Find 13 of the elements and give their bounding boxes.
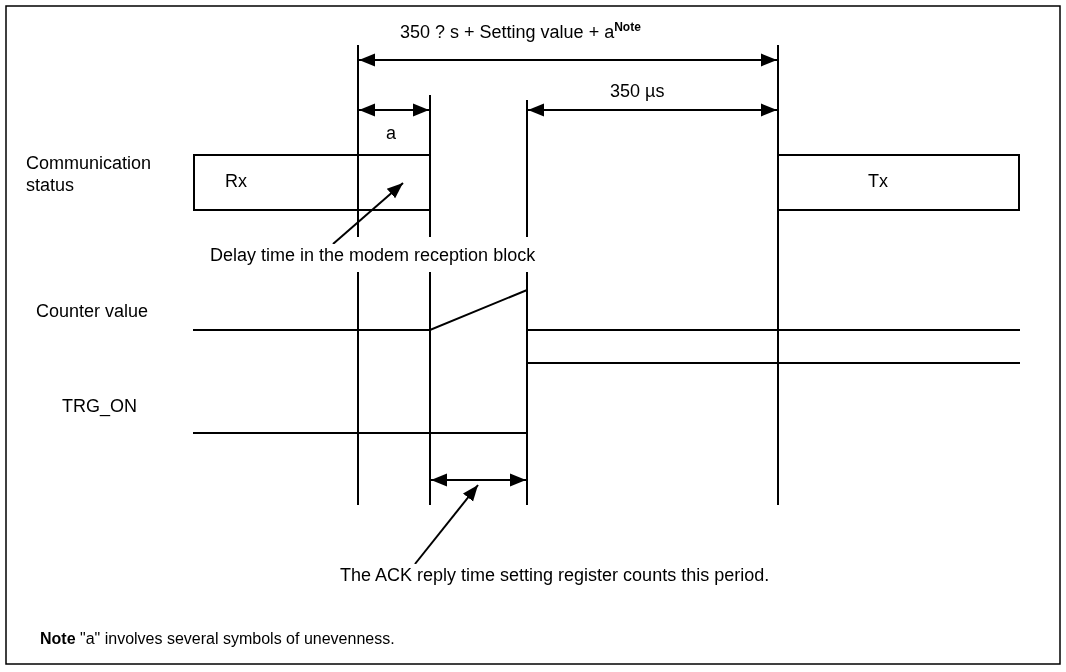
leader-line [332, 182, 404, 245]
rx-state-box: Rx [193, 154, 430, 211]
signal-name: TRG_ON [62, 395, 137, 417]
callout-text: Delay time in the modem reception block [210, 244, 536, 266]
callout-text: The ACK reply time setting register counts this period. [340, 564, 770, 586]
tx-state-box: Tx [778, 154, 1020, 211]
leader-line [414, 484, 479, 565]
dimension-label: a [386, 122, 396, 144]
dimension-label: 350 ? s + Setting value + a$^{Note}$ [400, 19, 641, 43]
dimension-label: 350 µs [610, 80, 665, 102]
signal-name: Communication status [26, 152, 153, 196]
signal-name: Counter value [36, 300, 149, 322]
note-text: Note "a" involves several symbols of unevenness. [40, 629, 395, 649]
